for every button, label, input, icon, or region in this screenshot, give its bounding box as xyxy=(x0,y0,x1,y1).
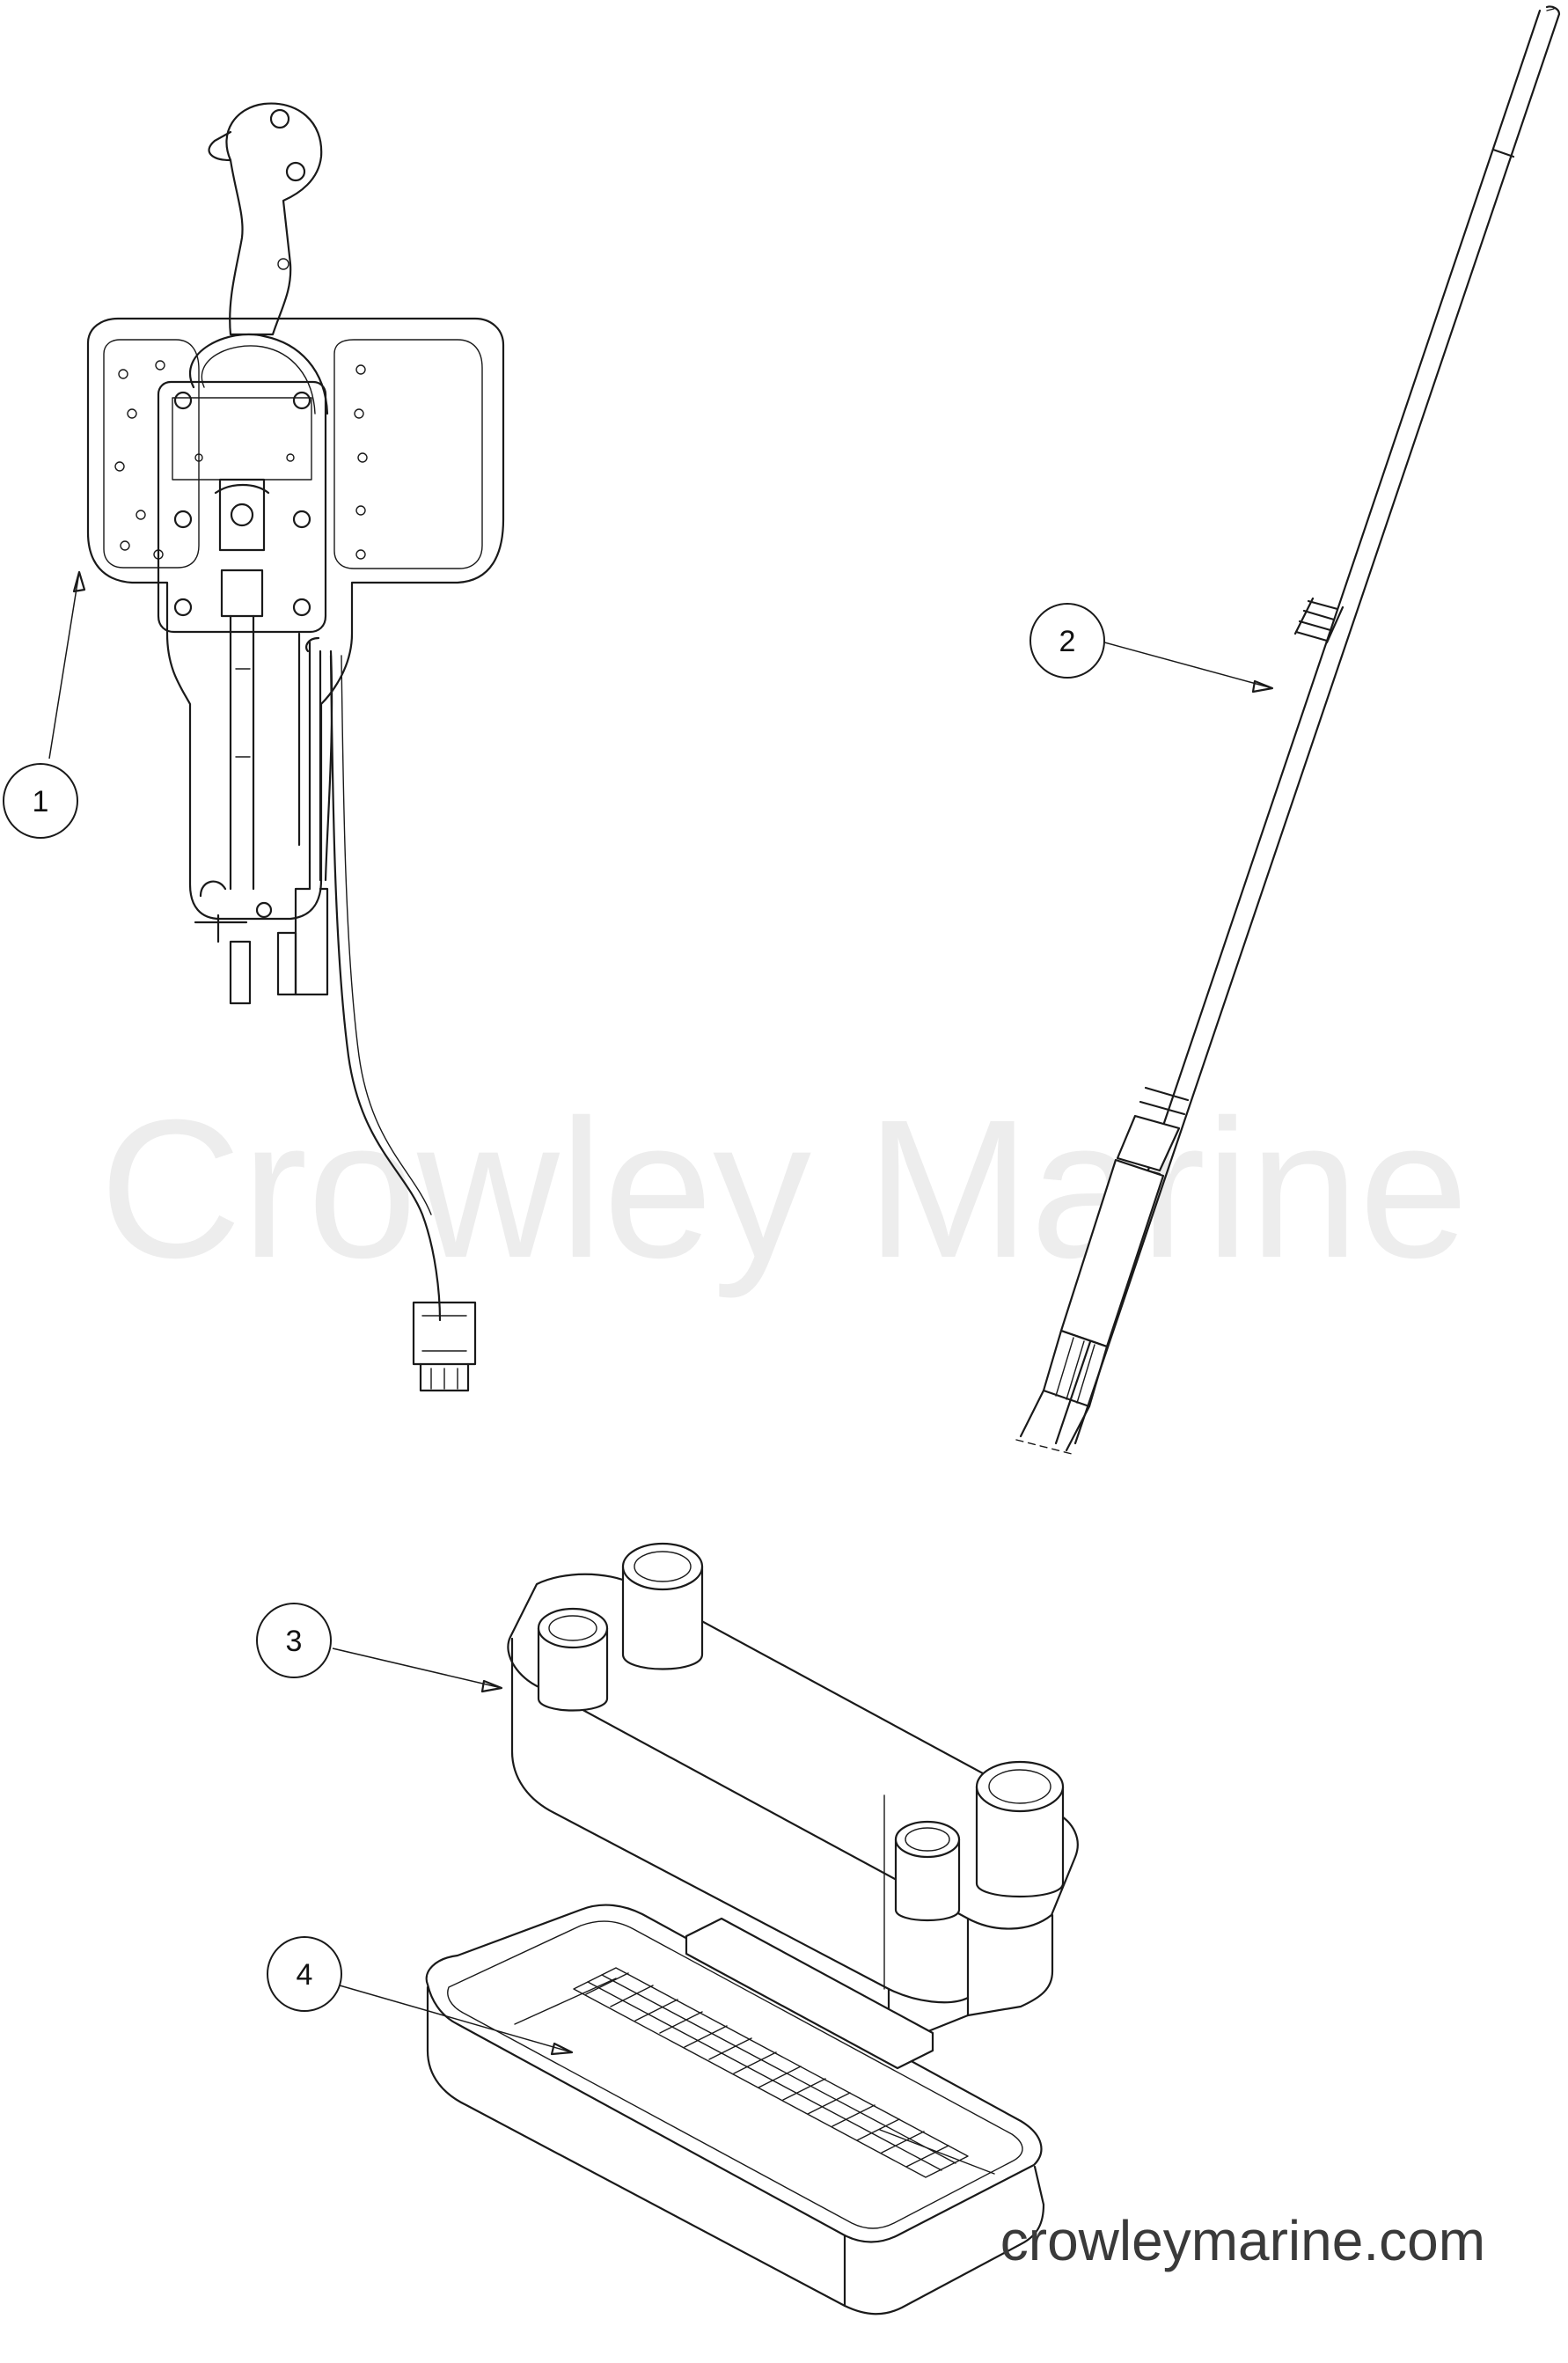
callout-1-label: 1 xyxy=(33,785,49,818)
port xyxy=(621,1542,704,1670)
leader-arrow-3 xyxy=(480,1679,503,1693)
port xyxy=(537,1607,609,1712)
part-3-block xyxy=(507,1542,1079,2035)
part-2-cable xyxy=(1015,5,1561,1455)
tray-grid xyxy=(573,1967,969,2178)
port xyxy=(894,1820,961,1922)
part-1-remote-control xyxy=(86,102,505,1392)
part-4-tray xyxy=(425,1904,1045,2315)
leader-line-1 xyxy=(48,571,80,760)
leader-line-2 xyxy=(1097,640,1273,689)
watermark-text: Crowley Marine xyxy=(99,1079,1469,1299)
callout-4[interactable]: 4 xyxy=(267,1936,342,2012)
site-footer-text: crowleymarine.com xyxy=(1000,2209,1485,2272)
leader-arrow-2 xyxy=(1251,679,1274,693)
callout-1[interactable]: 1 xyxy=(3,763,78,839)
port xyxy=(975,1760,1065,1898)
callout-2-label: 2 xyxy=(1059,625,1076,658)
callout-3-label: 3 xyxy=(286,1625,303,1658)
leader-line-4 xyxy=(339,1985,573,2053)
leader-line-3 xyxy=(332,1647,502,1689)
callout-4-label: 4 xyxy=(297,1958,313,1992)
callout-2[interactable]: 2 xyxy=(1029,603,1105,679)
callout-3[interactable]: 3 xyxy=(256,1603,332,1678)
leader-arrow-4 xyxy=(550,2042,574,2056)
leader-arrow-1 xyxy=(72,570,86,593)
